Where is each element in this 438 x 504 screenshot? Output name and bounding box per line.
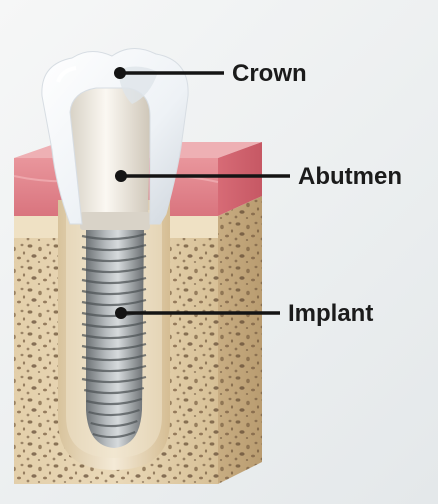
- abutment-collar: [80, 212, 150, 230]
- crown-label: Crown: [232, 62, 307, 86]
- implant-callout-dot: [115, 307, 127, 319]
- abutment-label: Abutmen: [298, 165, 402, 189]
- implant-label: Implant: [288, 302, 373, 326]
- crown-callout-dot: [114, 67, 126, 79]
- bone-side-texture: [218, 196, 262, 484]
- abutment-callout-dot: [115, 170, 127, 182]
- abutment-post: [70, 88, 150, 226]
